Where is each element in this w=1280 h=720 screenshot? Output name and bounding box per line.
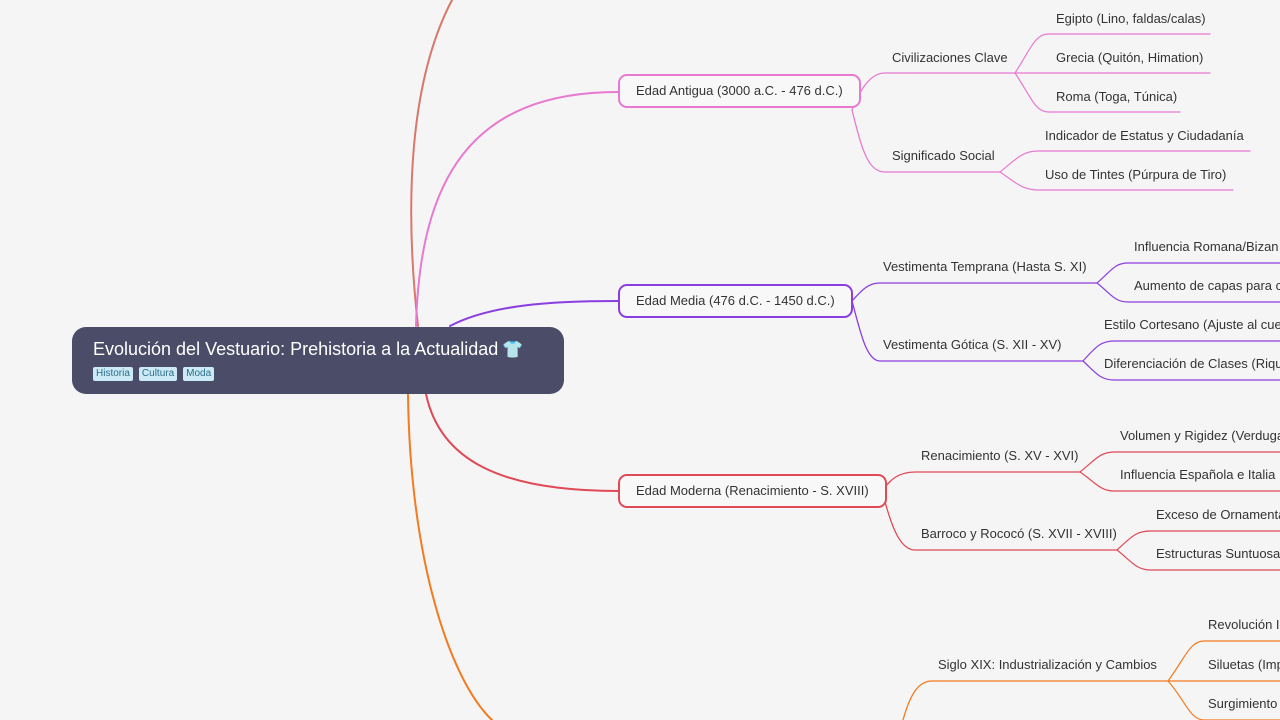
leaf-grecia[interactable]: Grecia (Quitón, Himation) (1056, 50, 1204, 65)
leaf-surgimiento[interactable]: Surgimiento (1208, 696, 1278, 711)
root-topic[interactable]: Evolución del Vestuario: Prehistoria a l… (72, 327, 564, 394)
leaf-siluetas[interactable]: Siluetas (Imp (1208, 657, 1280, 672)
topic-edad-antigua[interactable]: Edad Antigua (3000 a.C. - 476 d.C.) (618, 74, 861, 108)
leaf-volumen-rigidez[interactable]: Volumen y Rigidez (Verduga (1120, 428, 1280, 443)
tag-historia[interactable]: Historia (93, 367, 133, 381)
subtopic-renacimiento[interactable]: Renacimiento (S. XV - XVI) (921, 448, 1079, 463)
leaf-roma[interactable]: Roma (Toga, Túnica) (1056, 89, 1178, 104)
link-sig-estatus (999, 150, 1251, 173)
subtopic-siglo-xix[interactable]: Siglo XIX: Industrialización y Cambios (938, 657, 1157, 672)
root-title-text: Evolución del Vestuario: Prehistoria a l… (93, 339, 499, 359)
link-moderna-renacimiento (881, 471, 1081, 492)
subtopic-civilizaciones-clave[interactable]: Civilizaciones Clave (892, 50, 1008, 65)
leaf-revolucion[interactable]: Revolución I (1208, 617, 1280, 632)
root-title: Evolución del Vestuario: Prehistoria a l… (93, 337, 564, 362)
leaf-influencia-espanola[interactable]: Influencia Española e Italia (1120, 467, 1276, 482)
leaf-influencia-romana[interactable]: Influencia Romana/Bizan (1134, 239, 1279, 254)
link-civ-roma (1014, 72, 1181, 113)
link-temp-l1 (1096, 262, 1280, 284)
link-media-gotica (851, 300, 1084, 362)
link-root-moderna (425, 393, 619, 492)
subtopic-vestimenta-gotica[interactable]: Vestimenta Gótica (S. XII - XV) (883, 337, 1062, 352)
link-bar-l1 (1116, 530, 1280, 551)
link-bar-l2 (1116, 549, 1280, 571)
link-sig-tintes (999, 171, 1234, 191)
link-root-media (449, 300, 619, 327)
link-root-antigua (415, 91, 619, 327)
leaf-tintes[interactable]: Uso de Tintes (Púrpura de Tiro) (1045, 167, 1227, 182)
topic-edad-moderna[interactable]: Edad Moderna (Renacimiento - S. XVIII) (618, 474, 887, 508)
leaf-exceso-ornamentacion[interactable]: Exceso de Ornamenta (1156, 507, 1280, 522)
subtopic-barroco-rococo[interactable]: Barroco y Rococó (S. XVII - XVIII) (921, 526, 1117, 541)
link-s19-l1 (1167, 640, 1280, 682)
leaf-estatus[interactable]: Indicador de Estatus y Ciudadanía (1045, 128, 1244, 143)
link-media-temprana (851, 282, 1098, 302)
link-got-l1 (1082, 340, 1280, 362)
leaf-diferenciacion-clases[interactable]: Diferenciación de Clases (Riqu (1104, 356, 1280, 371)
leaf-estilo-cortesano[interactable]: Estilo Cortesano (Ajuste al cue (1104, 317, 1280, 332)
topic-edad-media[interactable]: Edad Media (476 d.C. - 1450 d.C.) (618, 284, 853, 318)
link-civ-egipto (1014, 33, 1211, 74)
link-root-contemporanea (407, 393, 493, 720)
link-ren-l2 (1079, 471, 1280, 492)
tag-cultura[interactable]: Cultura (138, 367, 178, 381)
link-antigua-significado (851, 109, 1001, 173)
link-contemp-siglo19 (902, 680, 1169, 720)
link-antigua-civilizaciones (851, 72, 1016, 111)
link-got-l2 (1082, 360, 1280, 381)
link-temp-l2 (1096, 282, 1280, 303)
shirt-icon: 👕 (502, 340, 524, 359)
leaf-egipto[interactable]: Egipto (Lino, faldas/calas) (1056, 11, 1206, 26)
tag-list: Historia Cultura Moda (93, 367, 564, 381)
link-root-top-branch (410, 0, 453, 327)
leaf-aumento-capas[interactable]: Aumento de capas para c (1134, 278, 1280, 293)
subtopic-vestimenta-temprana[interactable]: Vestimenta Temprana (Hasta S. XI) (883, 259, 1087, 274)
tag-moda[interactable]: Moda (183, 367, 215, 381)
subtopic-significado-social[interactable]: Significado Social (892, 148, 995, 163)
leaf-estructuras-suntuosas[interactable]: Estructuras Suntuosa (1156, 546, 1280, 561)
link-ren-l1 (1079, 451, 1280, 473)
